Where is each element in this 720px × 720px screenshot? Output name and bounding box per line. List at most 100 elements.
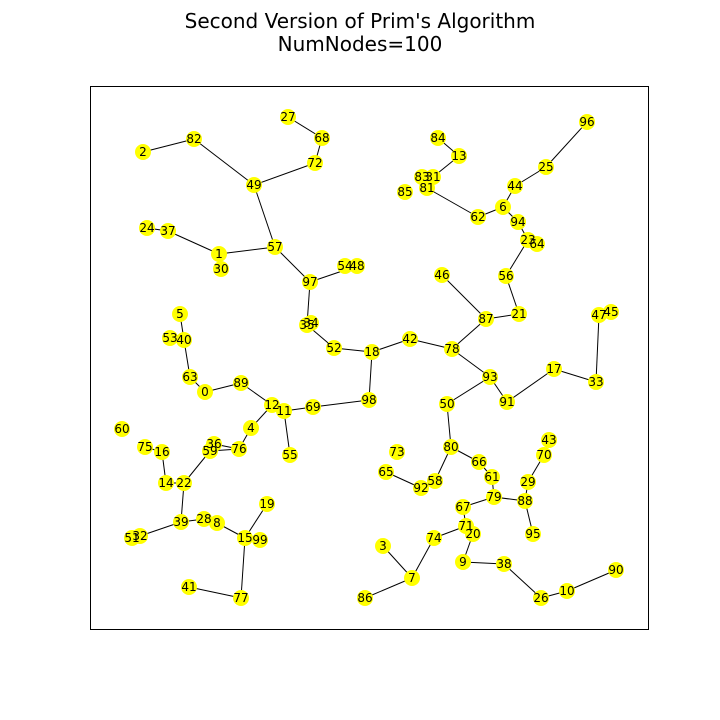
node-83 bbox=[414, 169, 430, 185]
node-1 bbox=[211, 246, 227, 262]
node-label-68: 68 bbox=[314, 131, 329, 145]
node-label-91: 91 bbox=[499, 395, 514, 409]
node-79 bbox=[486, 489, 502, 505]
node-label-92: 92 bbox=[413, 481, 428, 495]
node-28 bbox=[196, 511, 212, 527]
node-7 bbox=[404, 570, 420, 586]
node-67 bbox=[455, 499, 471, 515]
node-60 bbox=[114, 421, 130, 437]
node-47 bbox=[591, 307, 607, 323]
node-59 bbox=[202, 443, 218, 459]
node-label-98: 98 bbox=[361, 393, 376, 407]
node-label-55: 55 bbox=[282, 448, 297, 462]
node-label-96: 96 bbox=[579, 115, 594, 129]
node-37 bbox=[160, 223, 176, 239]
node-label-95: 95 bbox=[525, 527, 540, 541]
node-95 bbox=[525, 526, 541, 542]
node-label-12: 12 bbox=[264, 398, 279, 412]
node-98 bbox=[361, 392, 377, 408]
node-label-44: 44 bbox=[507, 179, 522, 193]
node-3 bbox=[375, 538, 391, 554]
node-label-65: 65 bbox=[378, 465, 393, 479]
node-54 bbox=[337, 258, 353, 274]
plot-frame bbox=[90, 86, 649, 630]
node-76 bbox=[231, 441, 247, 457]
node-label-53: 53 bbox=[162, 331, 177, 345]
node-0 bbox=[197, 384, 213, 400]
node-40 bbox=[176, 332, 192, 348]
node-15 bbox=[237, 530, 253, 546]
node-label-52: 52 bbox=[326, 341, 341, 355]
node-6 bbox=[495, 199, 511, 215]
edge-62-81 bbox=[426, 187, 479, 218]
node-label-17: 17 bbox=[546, 362, 561, 376]
node-label-16: 16 bbox=[154, 445, 169, 459]
node-42 bbox=[402, 331, 418, 347]
node-label-66: 66 bbox=[471, 455, 486, 469]
node-label-84: 84 bbox=[430, 131, 445, 145]
node-label-64: 64 bbox=[529, 237, 544, 251]
node-label-56: 56 bbox=[498, 269, 513, 283]
edge-38-26 bbox=[503, 563, 542, 599]
node-label-48: 48 bbox=[349, 259, 364, 273]
node-90 bbox=[608, 562, 624, 578]
node-9 bbox=[455, 554, 471, 570]
node-24 bbox=[139, 220, 155, 236]
node-49 bbox=[246, 177, 262, 193]
node-5 bbox=[172, 306, 188, 322]
node-label-5: 5 bbox=[176, 307, 184, 321]
node-label-30: 30 bbox=[213, 262, 228, 276]
node-30 bbox=[213, 261, 229, 277]
node-label-74: 74 bbox=[426, 531, 441, 545]
node-73 bbox=[389, 444, 405, 460]
node-label-69: 69 bbox=[305, 400, 320, 414]
node-label-18: 18 bbox=[364, 345, 379, 359]
node-label-34: 34 bbox=[303, 316, 318, 330]
node-label-45: 45 bbox=[603, 305, 618, 319]
node-65 bbox=[378, 464, 394, 480]
edge-37-1 bbox=[167, 230, 220, 255]
node-label-89: 89 bbox=[233, 376, 248, 390]
node-label-80: 80 bbox=[443, 440, 458, 454]
node-58 bbox=[427, 473, 443, 489]
node-label-41: 41 bbox=[181, 580, 196, 594]
node-label-93: 93 bbox=[482, 370, 497, 384]
node-label-81: 81 bbox=[419, 181, 434, 195]
node-label-88: 88 bbox=[517, 494, 532, 508]
node-label-9: 9 bbox=[459, 555, 467, 569]
node-label-47: 47 bbox=[591, 308, 606, 322]
node-label-72: 72 bbox=[307, 156, 322, 170]
node-label-90: 90 bbox=[608, 563, 623, 577]
node-4 bbox=[243, 420, 259, 436]
node-label-11: 11 bbox=[276, 404, 291, 418]
node-80 bbox=[443, 439, 459, 455]
node-label-13: 13 bbox=[451, 149, 466, 163]
node-label-62: 62 bbox=[470, 210, 485, 224]
node-label-36: 36 bbox=[206, 437, 221, 451]
node-35 bbox=[299, 317, 315, 333]
node-51 bbox=[124, 530, 140, 546]
node-8 bbox=[209, 515, 225, 531]
node-70 bbox=[536, 447, 552, 463]
node-label-46: 46 bbox=[434, 268, 449, 282]
node-18 bbox=[364, 344, 380, 360]
node-label-38: 38 bbox=[496, 557, 511, 571]
node-77 bbox=[233, 590, 249, 606]
node-label-25: 25 bbox=[538, 160, 553, 174]
node-99 bbox=[252, 532, 268, 548]
node-25 bbox=[538, 159, 554, 175]
node-label-51: 51 bbox=[124, 531, 139, 545]
edge-82-49 bbox=[193, 138, 255, 186]
node-label-83: 83 bbox=[414, 170, 429, 184]
node-label-35: 35 bbox=[299, 318, 314, 332]
node-label-57: 57 bbox=[267, 240, 282, 254]
node-29 bbox=[520, 474, 536, 490]
node-82 bbox=[186, 131, 202, 147]
node-label-87: 87 bbox=[478, 312, 493, 326]
node-label-27: 27 bbox=[280, 110, 295, 124]
node-10 bbox=[559, 583, 575, 599]
node-label-28: 28 bbox=[196, 512, 211, 526]
node-64 bbox=[529, 236, 545, 252]
edge-93-50 bbox=[446, 376, 491, 405]
